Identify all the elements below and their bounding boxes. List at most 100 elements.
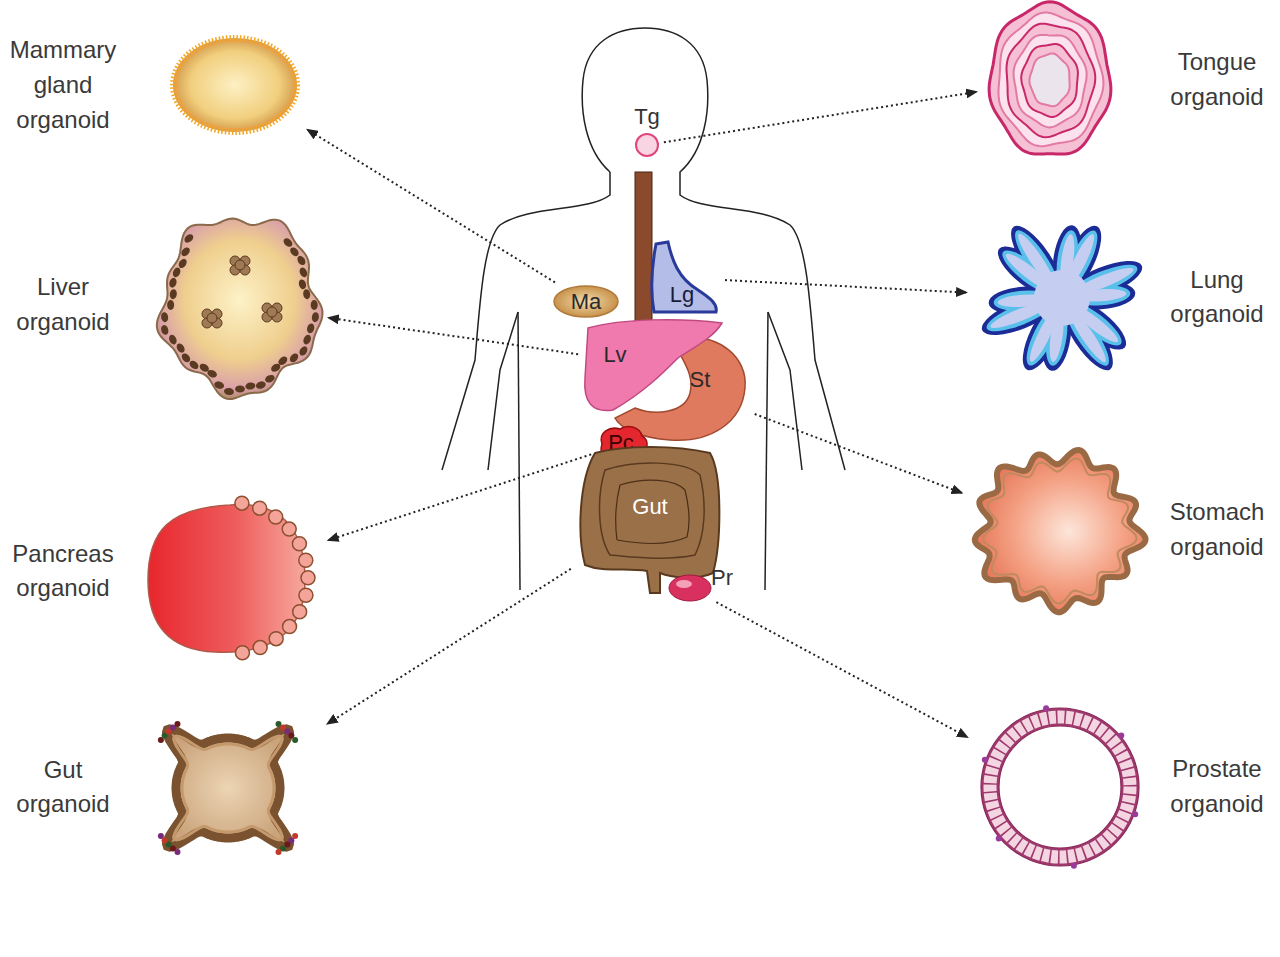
art-stroke [302, 334, 313, 346]
art-stroke [1043, 705, 1049, 711]
art-stroke [171, 266, 182, 278]
dotted-arrow [328, 569, 571, 724]
prostate-organoid: Prostate organoid [975, 705, 1145, 869]
mammary-organoid: Mammary gland organoid [170, 35, 300, 135]
organoid-label: Lung organoid [1156, 263, 1278, 333]
art-stroke [255, 380, 267, 390]
stomach-organoid: Stomach organoid [970, 448, 1148, 612]
art-stroke [168, 334, 179, 346]
dotted-arrow [725, 280, 966, 292]
art-stroke [253, 501, 267, 515]
dotted-arrow [329, 454, 592, 540]
liver-organoid: Liver organoid [160, 215, 320, 395]
art-stroke [253, 641, 267, 655]
organ-label: St [690, 369, 711, 391]
organoid-label: Mammary gland organoid [2, 33, 124, 137]
art-stroke [180, 246, 192, 258]
organ-lung: Lg [648, 240, 720, 316]
prostate-organoid-picture [981, 708, 1139, 866]
art-stroke [282, 237, 294, 249]
tongue-ring [1014, 35, 1087, 127]
art-stroke [175, 342, 186, 354]
art-stroke [183, 232, 195, 244]
dotted-arrow [755, 414, 962, 493]
mammary-organoid-rim [176, 41, 294, 129]
art-stroke [177, 257, 188, 269]
art-stroke [288, 246, 300, 258]
dotted-arrow [308, 130, 555, 283]
organoid-label: Gut organoid [2, 753, 124, 823]
organ-tongue: Tg [635, 133, 659, 157]
art-stroke [292, 537, 306, 551]
art-stroke [303, 289, 311, 300]
art-stroke [298, 345, 309, 357]
dotted-arrow [329, 318, 578, 354]
organ-label: Ma [571, 291, 602, 313]
art-stroke [270, 362, 282, 373]
art-stroke [283, 620, 297, 634]
gut-organoid: Gut organoid [135, 705, 320, 870]
art-stroke [235, 386, 245, 393]
organoid-pictures [157, 2, 1147, 869]
art-stroke [306, 323, 316, 335]
organ-shape [635, 133, 659, 157]
art-stroke [292, 737, 298, 743]
body-outline [442, 28, 845, 590]
art-stroke [158, 833, 164, 839]
art-stroke [276, 849, 282, 855]
art-stroke [299, 588, 313, 602]
art-stroke [169, 289, 177, 300]
stomach-organoid-picture [975, 450, 1146, 612]
art-stroke [311, 312, 319, 323]
organ-prostate: Pr [668, 574, 712, 602]
art-stroke [267, 307, 277, 317]
art-stroke [1071, 863, 1077, 869]
lung-organoid: Lung organoid [975, 220, 1150, 375]
organ-shape [575, 445, 723, 593]
organ-liver: Lv [583, 318, 722, 412]
art-stroke [160, 324, 170, 336]
mammary-organoid-picture [173, 38, 297, 132]
art-stroke [160, 312, 168, 323]
art-stroke [282, 522, 296, 536]
art-stroke [167, 300, 174, 310]
art-stroke [299, 553, 313, 567]
art-stroke [235, 260, 245, 270]
organ-mammary: Ma [553, 285, 619, 318]
art-stroke [982, 757, 988, 763]
organoid-label: Prostate organoid [1156, 752, 1278, 822]
art-stroke [224, 387, 235, 395]
organ-label: Gut [632, 496, 667, 518]
liver-organoid-picture [157, 219, 323, 400]
pancreas-organoid-picture [148, 505, 305, 653]
art-stroke [213, 380, 225, 390]
pancreas-organoid: Pancreas organoid [145, 488, 320, 655]
art-stroke [1118, 733, 1124, 739]
art-stroke [311, 300, 318, 310]
art-stroke [269, 510, 283, 524]
organ-label: Lg [670, 284, 694, 306]
art-stroke [293, 605, 307, 619]
gut-organoid-picture [167, 729, 290, 847]
art-stroke [207, 313, 217, 323]
esophagus [635, 172, 652, 322]
art-stroke [245, 382, 256, 390]
art-stroke [198, 362, 210, 373]
art-stroke [301, 571, 315, 585]
art-stroke [168, 277, 178, 289]
art-stroke [983, 459, 1136, 604]
art-stroke [288, 352, 300, 364]
art-stroke [235, 496, 249, 510]
art-stroke [1132, 811, 1138, 817]
organoid-label: Pancreas organoid [2, 537, 124, 607]
organoid-label: Stomach organoid [1156, 495, 1278, 565]
art-stroke [298, 266, 309, 278]
dotted-arrow [716, 602, 967, 737]
organ-label: Pr [711, 567, 733, 589]
art-stroke [180, 352, 192, 364]
tongue-ring [989, 2, 1111, 154]
organ-label: Tg [634, 106, 660, 128]
art-stroke [996, 835, 1002, 841]
art-stroke [1034, 270, 1090, 326]
